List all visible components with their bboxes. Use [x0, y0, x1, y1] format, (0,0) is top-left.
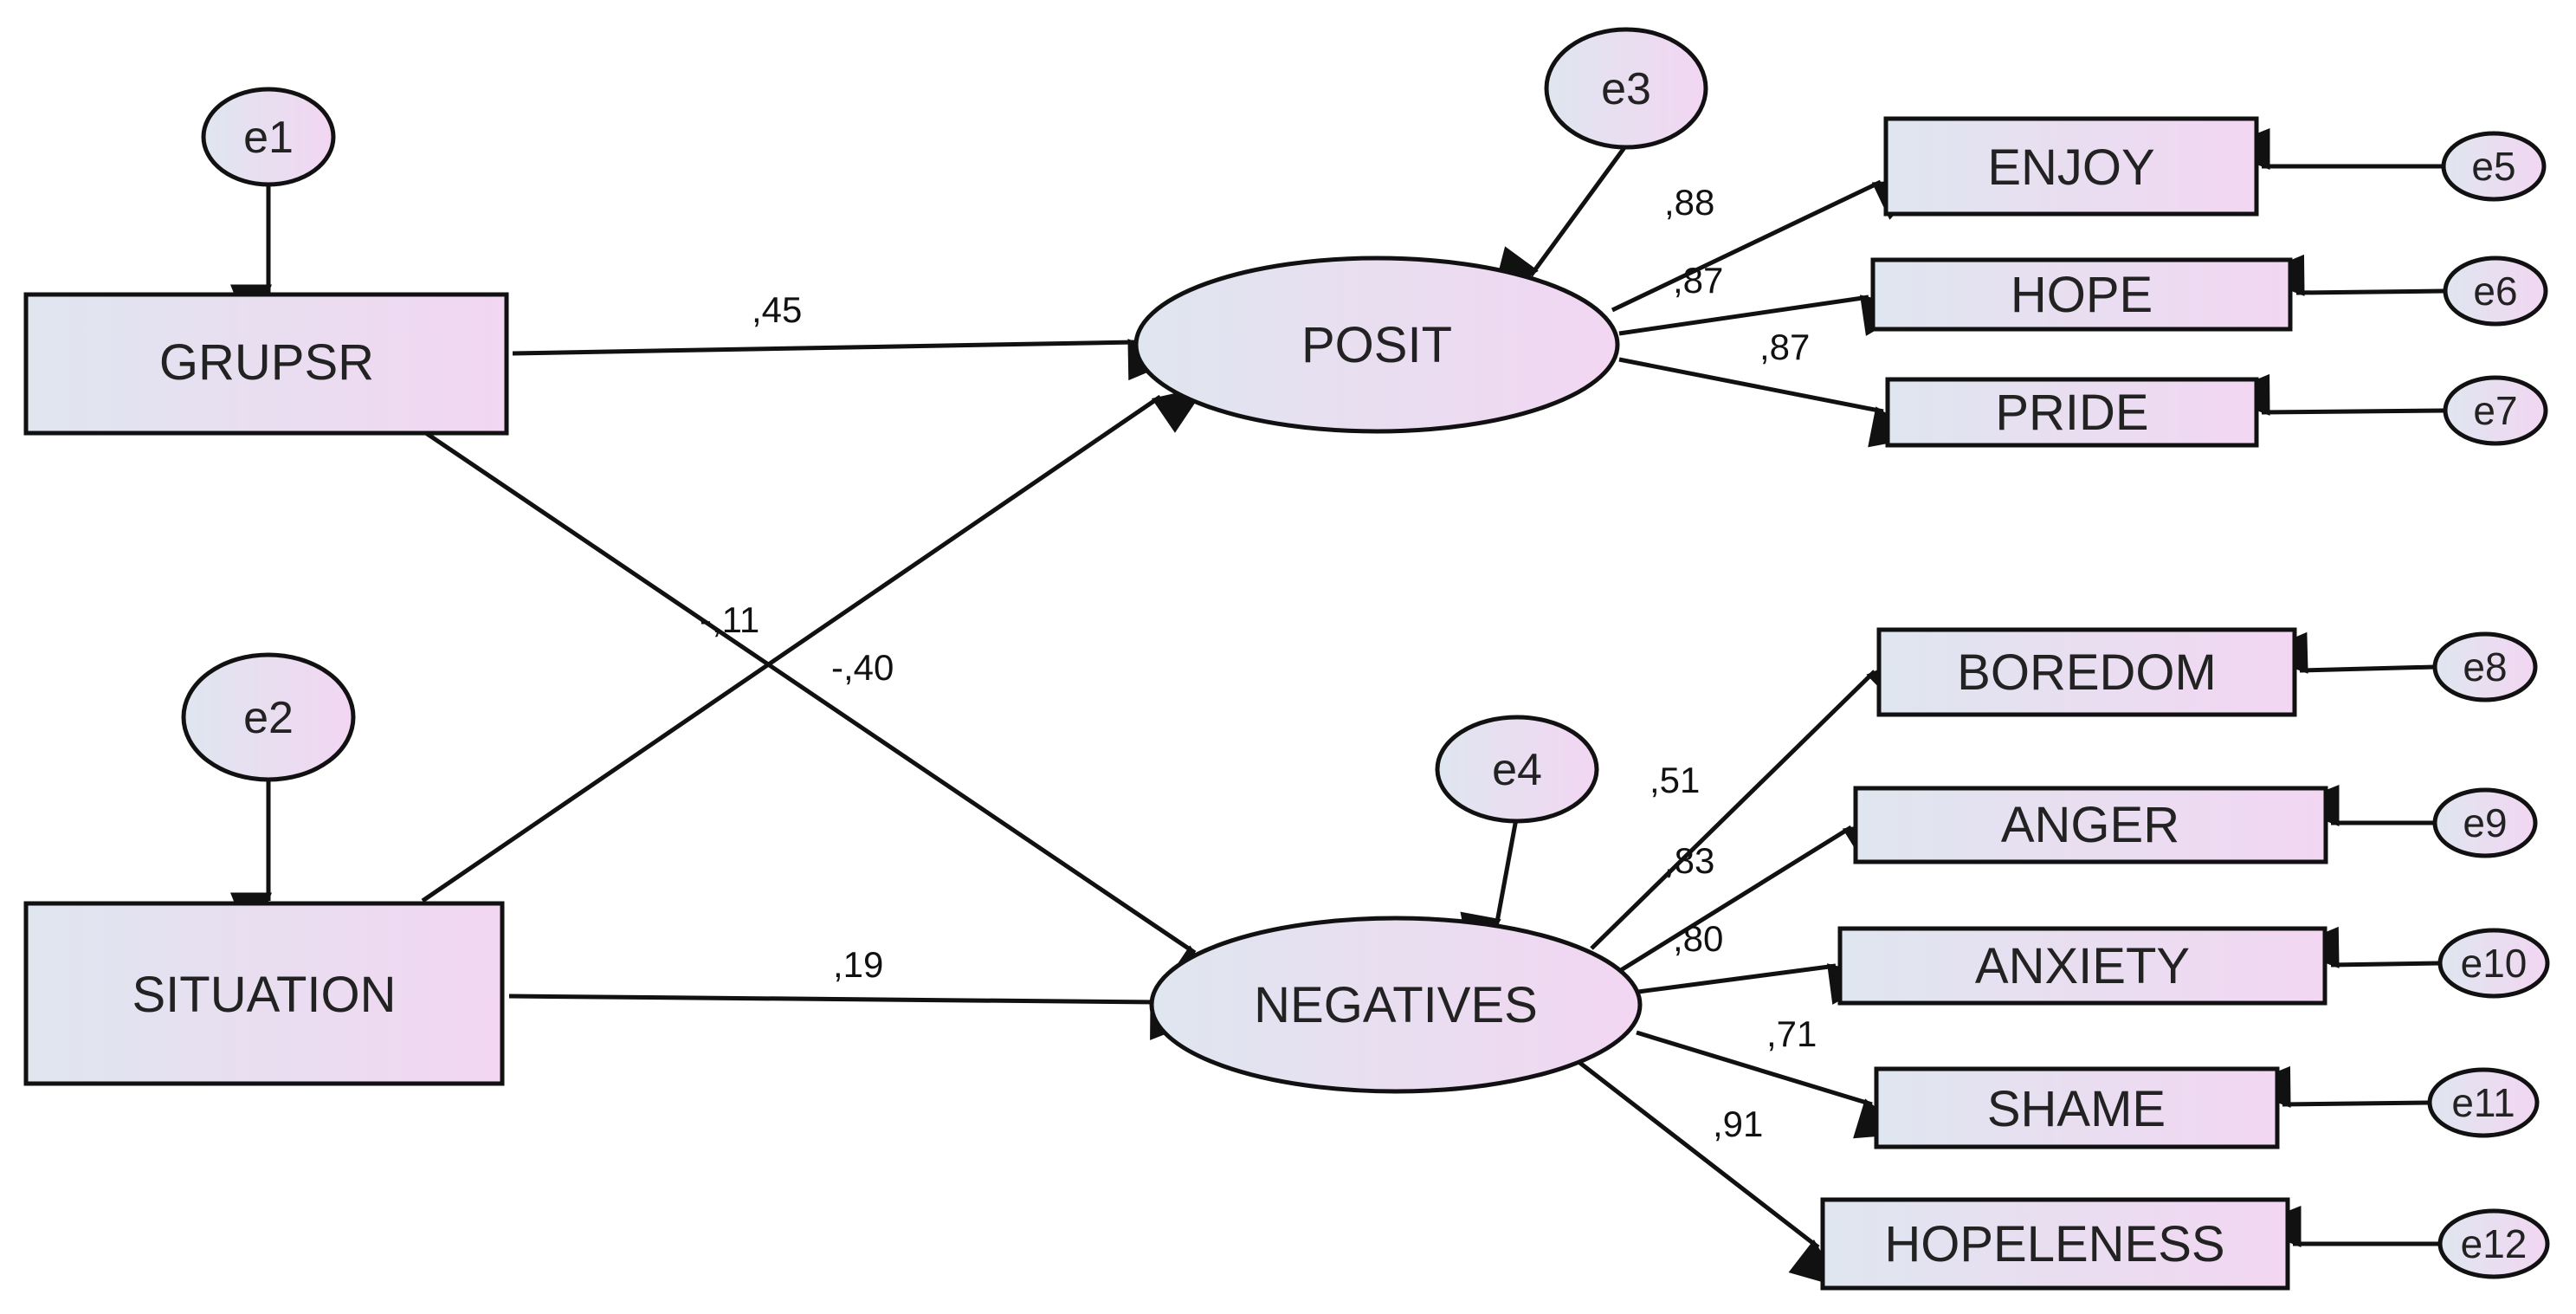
- error-e9-label: e9: [2463, 800, 2507, 845]
- error-e2-label: e2: [243, 693, 294, 743]
- coef-grupsr-posit: ,45: [752, 289, 802, 330]
- coef-situation-negatives: ,19: [833, 944, 883, 985]
- error-e1-label: e1: [243, 113, 294, 163]
- error-e8-label: e8: [2463, 644, 2507, 689]
- coef-posit-hope: ,87: [1673, 260, 1723, 301]
- error-e4-label: e4: [1492, 745, 1542, 795]
- error-e6: e6: [2443, 256, 2548, 327]
- error-e12: e12: [2437, 1208, 2550, 1279]
- node-posit-label: POSIT: [1301, 317, 1452, 373]
- arrow-posit-hope: [1618, 295, 1914, 336]
- error-e7-label: e7: [2473, 388, 2517, 433]
- error-e3-label: e3: [1601, 64, 1651, 114]
- arrow-situation-posit: [421, 386, 1206, 903]
- coef-negatives-shame: ,71: [1766, 1013, 1817, 1054]
- coef-negatives-hopeleness: ,91: [1713, 1104, 1763, 1144]
- node-situation-label: SITUATION: [132, 967, 396, 1023]
- arrow-e4-negatives: [1460, 813, 1520, 968]
- node-negatives-label: NEGATIVES: [1254, 977, 1538, 1033]
- arrow-negatives-boredom: [1590, 652, 1919, 950]
- node-enjoy: ENJOY: [1883, 116, 2259, 217]
- node-boredom-label: BOREDOM: [1957, 644, 2217, 701]
- node-grupsr: GRUPSR: [23, 292, 509, 436]
- arrow-e6-hope: [2252, 254, 2444, 296]
- arrow-situation-negatives: [508, 994, 1203, 1040]
- node-posit: POSIT: [1133, 256, 1620, 434]
- error-e3: e3: [1544, 27, 1708, 150]
- node-pride-label: PRIDE: [1995, 385, 2148, 441]
- error-e1: e1: [201, 87, 336, 187]
- node-hope-label: HOPE: [2011, 267, 2153, 323]
- arrow-negatives-shame: [1636, 1030, 1909, 1139]
- arrow-negatives-anxiety: [1637, 963, 1882, 1005]
- node-shame-label: SHAME: [1987, 1081, 2166, 1137]
- arrow-posit-enjoy: [1611, 178, 1928, 313]
- node-situation: SITUATION: [23, 901, 505, 1086]
- error-e5: e5: [2441, 131, 2547, 202]
- node-anger-label: ANGER: [2001, 797, 2179, 853]
- node-negatives: NEGATIVES: [1149, 916, 1643, 1094]
- error-e5-label: e5: [2471, 144, 2515, 189]
- node-hopeleness: HOPELENESS: [1820, 1197, 2290, 1291]
- error-e11-label: e11: [2451, 1080, 2515, 1125]
- node-anxiety: ANXIETY: [1837, 926, 2327, 1006]
- coef-grupsr-negatives: -,40: [831, 647, 894, 688]
- arrow-grupsr-posit: [512, 339, 1180, 381]
- coef-negatives-anxiety: ,80: [1673, 918, 1723, 959]
- arrow-e3-posit: [1491, 141, 1630, 301]
- node-hope: HOPE: [1870, 257, 2293, 332]
- arrow-e8-boredom: [2256, 631, 2436, 674]
- error-e4: e4: [1435, 715, 1599, 824]
- coef-negatives-boredom: ,51: [1650, 760, 1700, 800]
- coef-posit-enjoy: ,88: [1664, 182, 1714, 223]
- arrow-e10-anxiety: [2287, 926, 2441, 968]
- node-pride: PRIDE: [1885, 377, 2259, 448]
- node-enjoy-label: ENJOY: [1987, 139, 2154, 196]
- error-e7: e7: [2443, 375, 2548, 446]
- error-e10: e10: [2437, 928, 2550, 999]
- arrow-grupsr-negatives: [424, 430, 1222, 992]
- node-shame: SHAME: [1874, 1066, 2280, 1149]
- error-e2: e2: [181, 652, 356, 782]
- node-grupsr-label: GRUPSR: [159, 334, 374, 391]
- error-e6-label: e6: [2473, 269, 2517, 314]
- arrow-e7-pride: [2218, 373, 2444, 416]
- node-anxiety-label: ANXIETY: [1975, 938, 2190, 994]
- error-e8: e8: [2432, 631, 2538, 702]
- node-hopeleness-label: HOPELENESS: [1884, 1216, 2224, 1272]
- node-anger: ANGER: [1853, 786, 2328, 864]
- coef-situation-posit: -,11: [700, 599, 759, 640]
- error-e11: e11: [2427, 1067, 2540, 1138]
- arrow-e11-shame: [2238, 1065, 2431, 1108]
- arrow-negatives-anger: [1619, 819, 1898, 973]
- error-e10-label: e10: [2461, 941, 2528, 986]
- arrow-negatives-hopeleness: [1576, 1059, 1843, 1288]
- error-e12-label: e12: [2461, 1221, 2528, 1266]
- arrow-posit-pride: [1618, 357, 1923, 448]
- error-e9: e9: [2432, 787, 2538, 858]
- coef-posit-pride: ,87: [1759, 327, 1810, 367]
- coef-negatives-anger: ,83: [1664, 840, 1714, 881]
- node-boredom: BOREDOM: [1876, 627, 2297, 717]
